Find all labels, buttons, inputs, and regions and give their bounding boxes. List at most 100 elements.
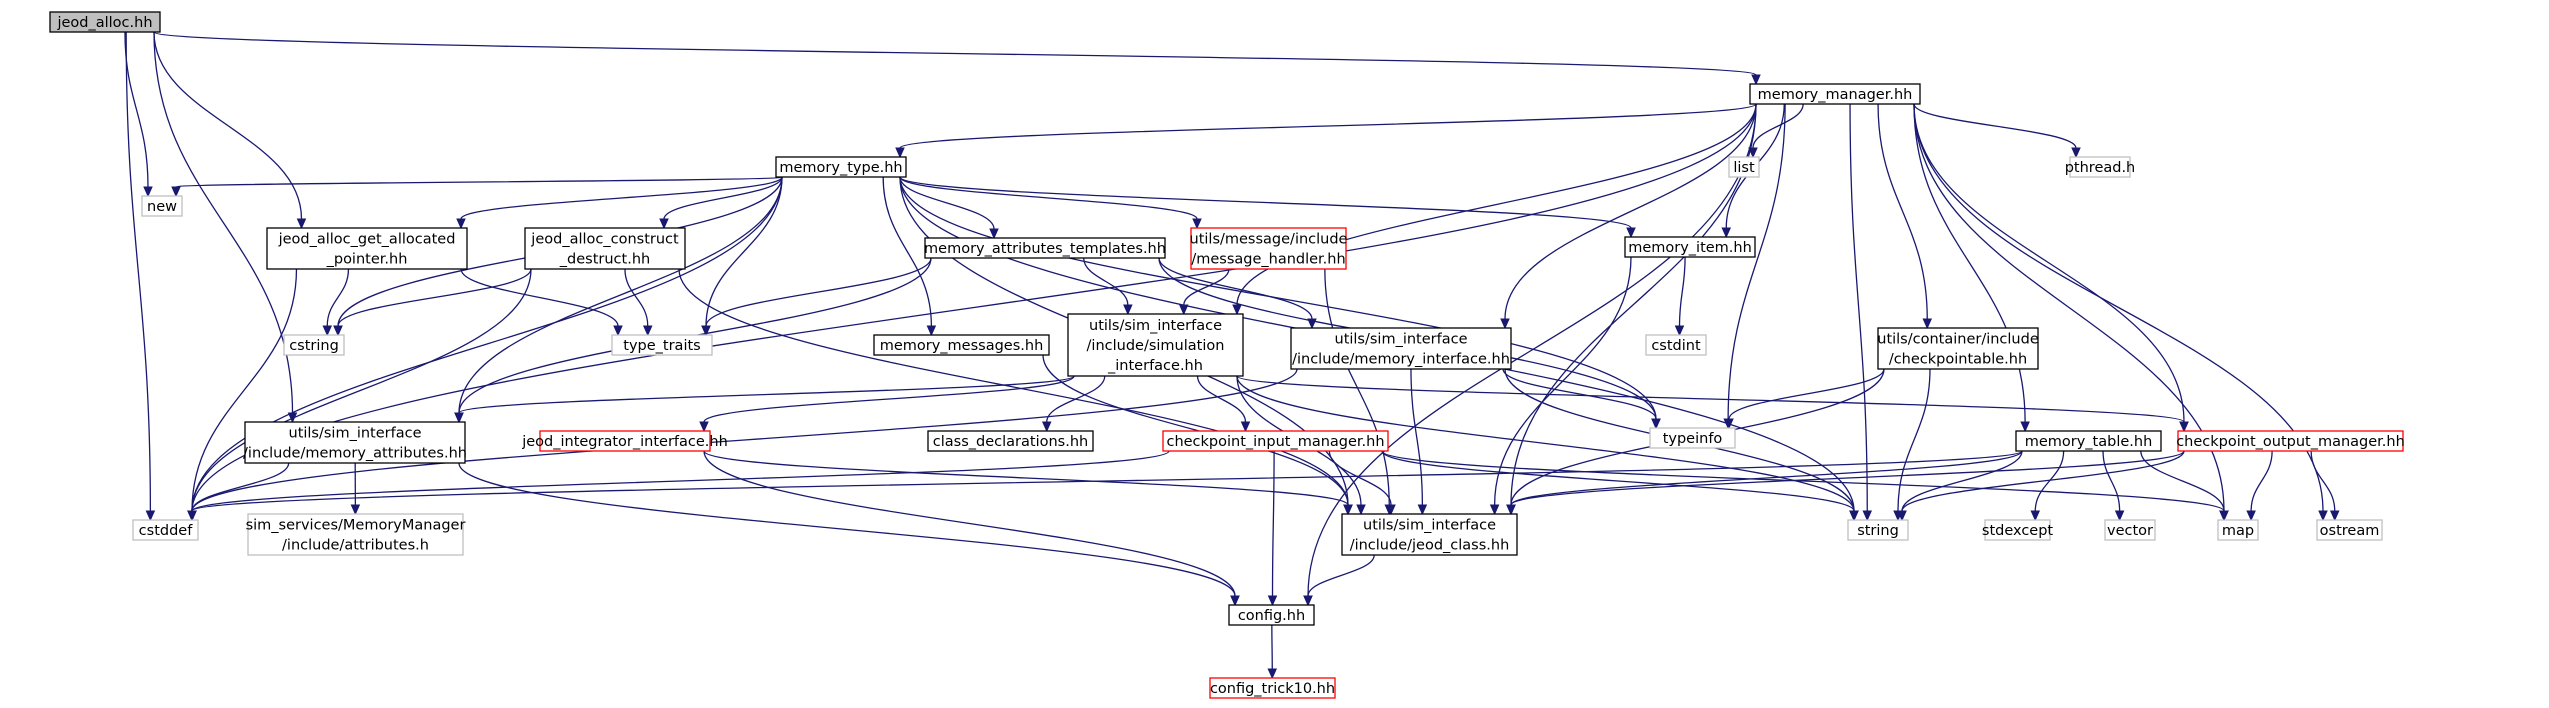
edge-arrowhead bbox=[1386, 504, 1396, 516]
edge-line bbox=[1158, 257, 1313, 320]
node-memory-attributes[interactable]: utils/sim_interface/include/memory_attri… bbox=[243, 421, 467, 464]
edge-line bbox=[1678, 256, 1686, 327]
node-box bbox=[1624, 236, 1756, 258]
node-jeod-class[interactable]: utils/sim_interface/include/jeod_class.h… bbox=[1341, 513, 1518, 556]
edge-line bbox=[1504, 103, 1757, 320]
node-checkpointable[interactable]: utils/container/include/checkpointable.h… bbox=[1877, 327, 2039, 370]
node-box bbox=[1847, 519, 1909, 541]
edge-arrowhead bbox=[1343, 504, 1353, 516]
node-message-handler[interactable]: utils/message/include/message_handler.hh bbox=[1190, 227, 1348, 270]
edge-arrowhead bbox=[642, 325, 653, 337]
edge-simulation-interface-to-integrator-interface bbox=[699, 375, 1075, 433]
edge-memory-type-to-message-handler bbox=[899, 176, 1202, 230]
edge-jeod-alloc-to-new bbox=[124, 31, 153, 198]
edge-arrowhead bbox=[1303, 595, 1313, 607]
node-memory-item[interactable]: memory_item.hh bbox=[1624, 236, 1756, 258]
edge-simulation-interface-to-checkpoint-input-manager bbox=[1196, 375, 1251, 433]
edge-arrowhead bbox=[1721, 227, 1732, 239]
edge-arrowhead bbox=[296, 218, 307, 230]
node-pthread[interactable]: pthread.h bbox=[2065, 156, 2136, 178]
edge-line bbox=[124, 31, 149, 188]
node-list[interactable]: list bbox=[1728, 156, 1760, 178]
node-memory-attributes-templates[interactable]: memory_attributes_templates.hh bbox=[924, 237, 1166, 259]
edge-line bbox=[1307, 554, 1375, 597]
node-config[interactable]: config.hh bbox=[1228, 604, 1315, 626]
node-checkpoint-input-manager[interactable]: checkpoint_input_manager.hh bbox=[1162, 430, 1389, 452]
edge-checkpoint-input-manager-to-config bbox=[1267, 450, 1278, 607]
edge-line bbox=[191, 268, 298, 512]
node-memory-type[interactable]: memory_type.hh bbox=[775, 156, 907, 178]
edge-line bbox=[1913, 103, 2185, 423]
edge-arrowhead bbox=[1748, 147, 1758, 159]
edge-checkpoint-output-manager-to-string bbox=[1897, 450, 2185, 522]
edge-line bbox=[153, 31, 303, 220]
edge-line bbox=[2140, 450, 2225, 512]
node-box bbox=[2177, 430, 2404, 452]
edge-arrowhead bbox=[1862, 510, 1873, 522]
node-cstdint[interactable]: cstdint bbox=[1645, 334, 1707, 356]
node-attributes-h[interactable]: sim_services/MemoryManager/include/attri… bbox=[246, 513, 466, 556]
edge-arrowhead bbox=[1267, 595, 1278, 607]
node-type-traits[interactable]: type_traits bbox=[611, 334, 713, 356]
edge-line bbox=[1328, 450, 1392, 506]
edge-line bbox=[191, 176, 783, 512]
node-label: /include/memory_interface.hh bbox=[1292, 352, 1510, 368]
node-box bbox=[2104, 519, 2156, 541]
edge-checkpoint-input-manager-to-string bbox=[1381, 450, 1859, 522]
edge-arrowhead bbox=[1356, 504, 1366, 516]
edge-line bbox=[1913, 103, 2026, 423]
node-memory-table[interactable]: memory_table.hh bbox=[2015, 430, 2162, 452]
node-string[interactable]: string bbox=[1847, 519, 1909, 541]
node-typeinfo[interactable]: typeinfo bbox=[1649, 427, 1736, 449]
node-box bbox=[1649, 427, 1736, 449]
node-construct-destruct[interactable]: jeod_alloc_construct_destruct.hh bbox=[524, 227, 686, 270]
node-jeod-alloc[interactable]: jeod_alloc.hh bbox=[49, 11, 161, 33]
node-integrator-interface[interactable]: jeod_integrator_interface.hh bbox=[521, 430, 728, 452]
edge-arrowhead bbox=[1489, 504, 1500, 516]
node-label: utils/sim_interface bbox=[289, 426, 422, 442]
node-label: config_trick10.hh bbox=[1210, 681, 1335, 697]
edge-integrator-interface-to-config bbox=[703, 450, 1240, 607]
edge-line bbox=[1196, 375, 1247, 423]
node-cstring[interactable]: cstring bbox=[283, 334, 345, 356]
edge-arrowhead bbox=[1417, 504, 1428, 516]
node-ostream[interactable]: ostream bbox=[2316, 519, 2383, 541]
node-class-declarations[interactable]: class_declarations.hh bbox=[927, 430, 1094, 452]
node-label: cstdint bbox=[1651, 338, 1701, 354]
node-map[interactable]: map bbox=[2217, 519, 2259, 541]
node-vector[interactable]: vector bbox=[2104, 519, 2156, 541]
edge-line bbox=[624, 268, 649, 327]
node-simulation-interface[interactable]: utils/sim_interface/include/simulation_i… bbox=[1067, 313, 1244, 377]
edge-jeod-alloc-to-cstddef bbox=[125, 31, 156, 522]
node-memory-interface[interactable]: utils/sim_interface/include/memory_inter… bbox=[1290, 327, 1512, 370]
edge-memory-table-to-stdexcept bbox=[2030, 450, 2065, 522]
edge-jeod-alloc-to-memory-manager bbox=[153, 31, 1761, 86]
node-cstddef[interactable]: cstddef bbox=[132, 519, 199, 541]
edge-memory-type-to-new bbox=[171, 176, 783, 198]
node-label: config.hh bbox=[1238, 608, 1305, 624]
node-config-trick10[interactable]: config_trick10.hh bbox=[1209, 677, 1336, 699]
node-label: memory_manager.hh bbox=[1758, 87, 1913, 103]
edge-line bbox=[1410, 368, 1424, 506]
node-get-allocated-pointer[interactable]: jeod_alloc_get_allocated_pointer.hh bbox=[266, 227, 468, 270]
node-stdexcept[interactable]: stdexcept bbox=[1982, 519, 2054, 541]
edge-simulation-interface-to-memory-attributes bbox=[454, 375, 1075, 424]
node-new[interactable]: new bbox=[141, 195, 183, 217]
edge-memory-manager-to-memory-type bbox=[895, 103, 1757, 159]
node-box bbox=[1067, 313, 1244, 377]
edge-line bbox=[175, 176, 783, 188]
node-memory-manager[interactable]: memory_manager.hh bbox=[1749, 83, 1921, 105]
node-label: utils/sim_interface bbox=[1335, 332, 1468, 348]
edge-line bbox=[1901, 450, 2185, 512]
edge-memory-table-to-map bbox=[2140, 450, 2229, 522]
edge-line bbox=[703, 450, 1236, 597]
edge-arrowhead bbox=[1240, 421, 1251, 433]
node-checkpoint-output-manager[interactable]: checkpoint_output_manager.hh bbox=[2176, 430, 2405, 452]
node-label: class_declarations.hh bbox=[933, 434, 1088, 450]
node-label: jeod_alloc.hh bbox=[56, 15, 152, 31]
node-memory-messages[interactable]: memory_messages.hh bbox=[873, 334, 1050, 356]
node-label: memory_type.hh bbox=[779, 160, 902, 176]
edge-arrowhead bbox=[2329, 510, 2340, 522]
edge-memory-manager-to-jeod-class bbox=[1506, 103, 1757, 516]
edge-memory-interface-to-typeinfo bbox=[1502, 368, 1661, 430]
